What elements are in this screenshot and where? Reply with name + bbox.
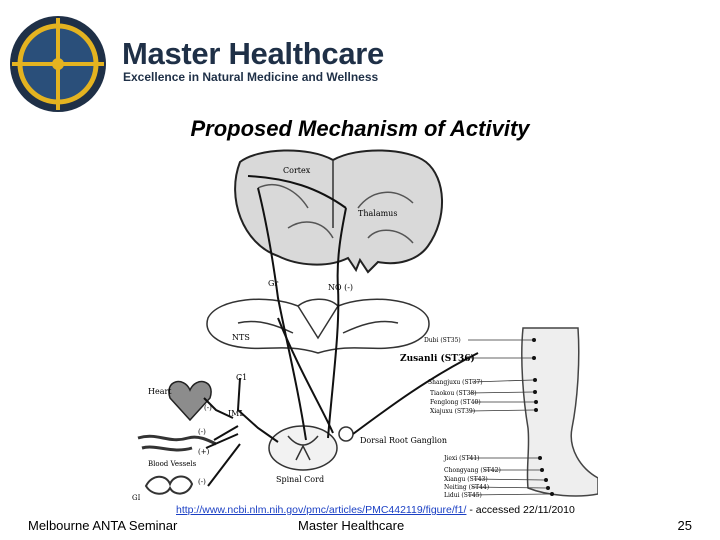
neural-pathways [203, 175, 479, 487]
acupoint-label: Fenglong (ST40) [430, 399, 481, 406]
vessel-sign-1: (-) [198, 428, 206, 436]
acupoint-label: Dubi (ST35) [424, 337, 461, 344]
spinal-cord-illustration [268, 425, 338, 471]
iml-label: IML [228, 409, 245, 418]
acupoint-label: Shangjuxu (ST37) [428, 379, 483, 386]
c1-label: C1 [236, 373, 247, 382]
gi-sign: (-) [198, 478, 206, 486]
brand-name: Master Healthcare [122, 36, 384, 71]
leg-illustration [521, 327, 598, 497]
page-number: 25 [677, 518, 692, 533]
vessel-sign-2: (+) [198, 448, 210, 456]
acupoint-markers [532, 338, 554, 496]
footer-brand: Master Healthcare [298, 518, 405, 533]
heart-sign: (-) [204, 404, 212, 412]
gi-illustration [144, 475, 194, 495]
acupoint-label: Jiexi (ST41) [443, 455, 480, 462]
dorsal-root-ganglion-icon [338, 426, 354, 442]
acupoint-leader-lines [467, 339, 551, 496]
spinal-cord-label: Spinal Cord [276, 475, 324, 484]
slide-title: Proposed Mechanism of Activity [190, 116, 530, 141]
acupoint-labels: Dubi (ST35) Zusanli (ST36) Shangjuxu (ST… [400, 337, 501, 499]
citation: http://www.ncbi.nlm.nih.gov/pmc/articles… [176, 504, 575, 516]
brand-tagline: Excellence in Natural Medicine and Welln… [123, 70, 379, 84]
blood-vessels-illustration [137, 434, 217, 452]
acupoint-label: Lidui (ST45) [444, 492, 482, 499]
nts-label: NTS [232, 333, 250, 342]
no-label: NO (-) [328, 283, 353, 292]
brainstem-section-illustration [206, 298, 430, 354]
compass-globe-logo-icon [10, 16, 106, 112]
mechanism-figure: Cortex Thalamus Gr NO (-) NTS C1 Spinal … [132, 149, 598, 502]
thalamus-label: Thalamus [358, 209, 397, 218]
footer-seminar: Melbourne ANTA Seminar [28, 518, 178, 533]
acupoint-label: Xiangu (ST43) [444, 476, 488, 483]
citation-link[interactable]: http://www.ncbi.nlm.nih.gov/pmc/articles… [176, 504, 467, 516]
drg-label: Dorsal Root Ganglion [360, 436, 447, 445]
heart-illustration [168, 380, 212, 422]
gi-label: GI [132, 494, 141, 502]
gr-label: Gr [268, 279, 278, 288]
cortex-label: Cortex [283, 166, 311, 175]
acupoint-label: Xiajuxu (ST39) [430, 408, 475, 415]
acupoint-label: Tiaokou (ST38) [430, 390, 477, 397]
acupoint-label: Neiting (ST44) [444, 484, 489, 491]
heart-label: Heart [148, 387, 172, 396]
blood-vessels-label: Blood Vessels [148, 460, 197, 468]
acupoint-label: Zusanli (ST36) [400, 353, 475, 364]
citation-accessed: - accessed 22/11/2010 [466, 504, 575, 516]
acupoint-label: Chongyang (ST42) [444, 467, 501, 474]
